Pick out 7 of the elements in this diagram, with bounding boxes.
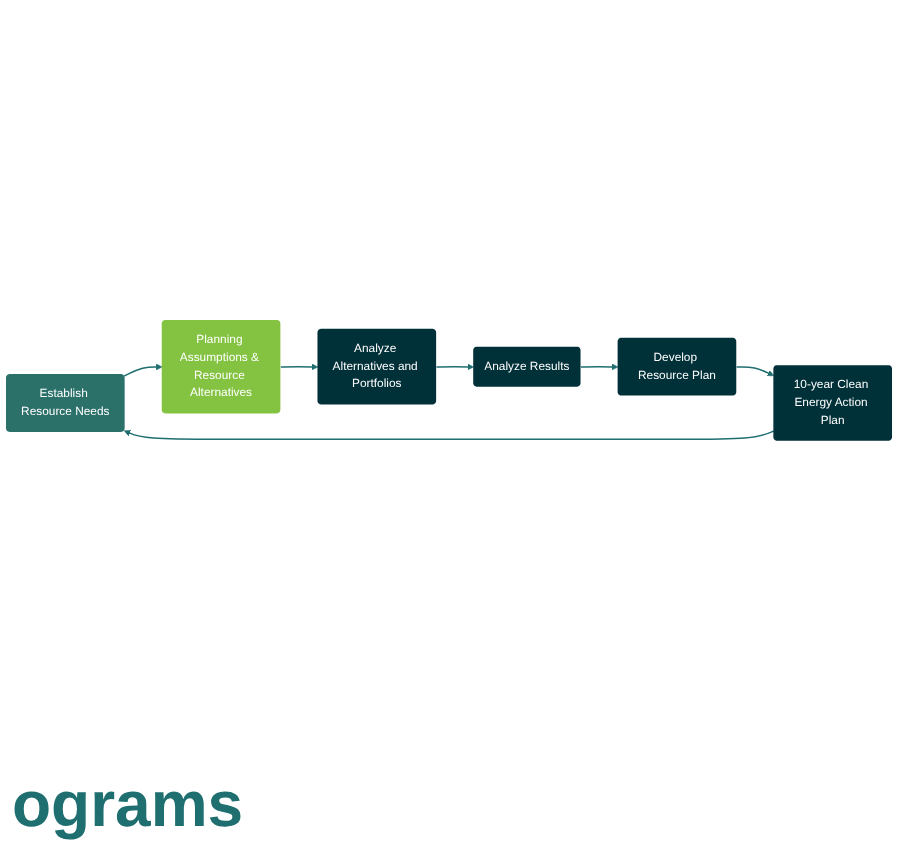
arrow (123, 363, 163, 377)
heading-fragment: ograms (12, 768, 244, 842)
arrow (580, 363, 619, 370)
arrow (735, 365, 774, 376)
arrow (435, 363, 474, 370)
arrow (124, 429, 775, 440)
arrow (280, 363, 319, 370)
